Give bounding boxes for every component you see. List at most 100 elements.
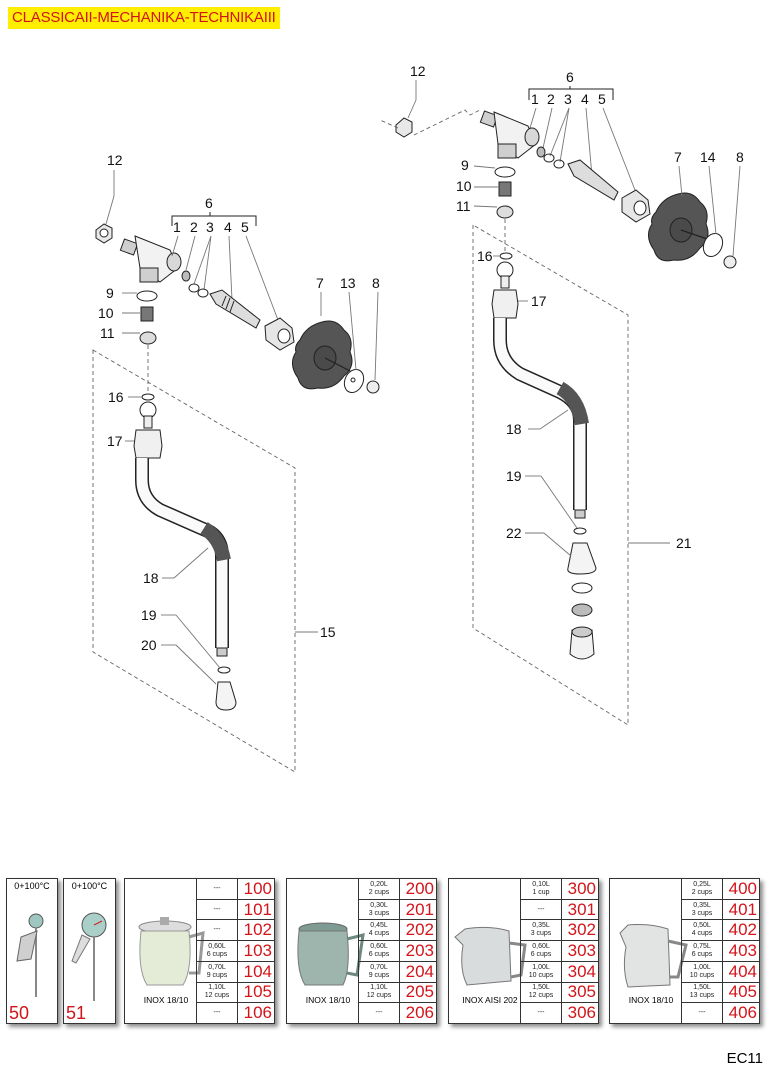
thermometer-card-51[interactable]: 0+100°C 51 — [63, 878, 116, 1024]
coffee-pot-with-lid-image — [138, 917, 205, 986]
product-code: 101 — [237, 899, 274, 921]
thermometer-card-50[interactable]: 0+100°C 50 — [6, 878, 58, 1024]
product-code: 205 — [399, 982, 436, 1004]
callout-7-right: 7 — [674, 149, 682, 165]
exploded-parts-diagram: 15 12 6 1 2 3 4 5 — [92, 63, 744, 773]
callout-18: 18 — [143, 570, 159, 586]
spindle-4 — [209, 289, 261, 329]
product-code: 300 — [561, 879, 598, 900]
product-code: 405 — [722, 982, 759, 1004]
product-code: 206 — [399, 1002, 436, 1023]
product-code: 202 — [399, 919, 436, 942]
callout-10-right: 10 — [456, 178, 472, 194]
left-assembly: 15 12 6 1 2 3 4 5 — [92, 152, 380, 773]
callout-20: 20 — [141, 637, 157, 653]
temperature-range: 0+100°C — [71, 881, 108, 891]
callout-9-right: 9 — [461, 157, 469, 173]
callout-18-right: 18 — [506, 421, 522, 437]
callout-12: 12 — [107, 152, 123, 168]
callout-12-right: 12 — [410, 63, 426, 79]
callout-8-right: 8 — [736, 149, 744, 165]
callout-3: 3 — [206, 219, 214, 235]
milk-pitcher-image — [454, 926, 527, 986]
material-caption: INOX 18/10 — [143, 995, 189, 1005]
table-row[interactable]: ---306 — [520, 1002, 598, 1023]
thermometer-clip-icon — [16, 913, 44, 997]
callout-9: 9 — [106, 285, 114, 301]
callout-17-right: 17 — [531, 293, 547, 309]
product-code: 105 — [237, 982, 274, 1004]
product-code: 103 — [237, 940, 274, 962]
seal-2 — [181, 270, 191, 282]
callout-4: 4 — [224, 219, 232, 235]
table-row[interactable]: ---106 — [196, 1002, 274, 1023]
product-code: 304 — [561, 961, 598, 983]
callout-5: 5 — [241, 219, 249, 235]
product-code: 303 — [561, 940, 598, 962]
callout-19: 19 — [141, 607, 157, 623]
valve-body-1-right — [479, 110, 540, 159]
table-row[interactable]: ---101 — [196, 899, 274, 921]
callout-22-right: 22 — [506, 525, 522, 541]
page-title: CLASSICAII-MECHANIKA-TECHNIKAIII — [8, 7, 280, 29]
product-code: 200 — [399, 879, 436, 900]
product-code: 302 — [561, 919, 598, 942]
product-code: 100 — [237, 879, 274, 900]
callout-6-right: 6 — [566, 69, 574, 85]
product-code: 306 — [561, 1002, 598, 1023]
table-row[interactable]: ---102 — [196, 919, 274, 942]
callout-2: 2 — [190, 219, 198, 235]
product-code: 201 — [399, 899, 436, 921]
callout-17: 17 — [107, 433, 123, 449]
table-row[interactable]: ---206 — [358, 1002, 436, 1023]
oring-9 — [136, 290, 158, 302]
thermometer-dial-icon — [71, 912, 107, 1001]
table-row[interactable]: ---100 — [196, 879, 274, 900]
callout-4-right: 4 — [581, 91, 589, 107]
cap-8 — [366, 380, 380, 394]
product-code: 402 — [722, 919, 759, 942]
page-code: EC11 — [726, 1050, 763, 1067]
lock-nut-12-right — [395, 117, 413, 138]
product-code: 400 — [722, 879, 759, 900]
right-assembly-outline — [472, 224, 629, 726]
table-row[interactable]: ---406 — [681, 1002, 759, 1023]
product-code: 106 — [237, 1002, 274, 1023]
callout-2-right: 2 — [547, 91, 555, 107]
callout-1: 1 — [173, 219, 181, 235]
product-code: 104 — [237, 961, 274, 983]
callout-10: 10 — [98, 305, 114, 321]
material-caption: INOX AISI 202 — [462, 995, 518, 1005]
table-row[interactable]: ---301 — [520, 899, 598, 921]
callout-3-right: 3 — [564, 91, 572, 107]
product-code: 51 — [66, 1003, 87, 1023]
